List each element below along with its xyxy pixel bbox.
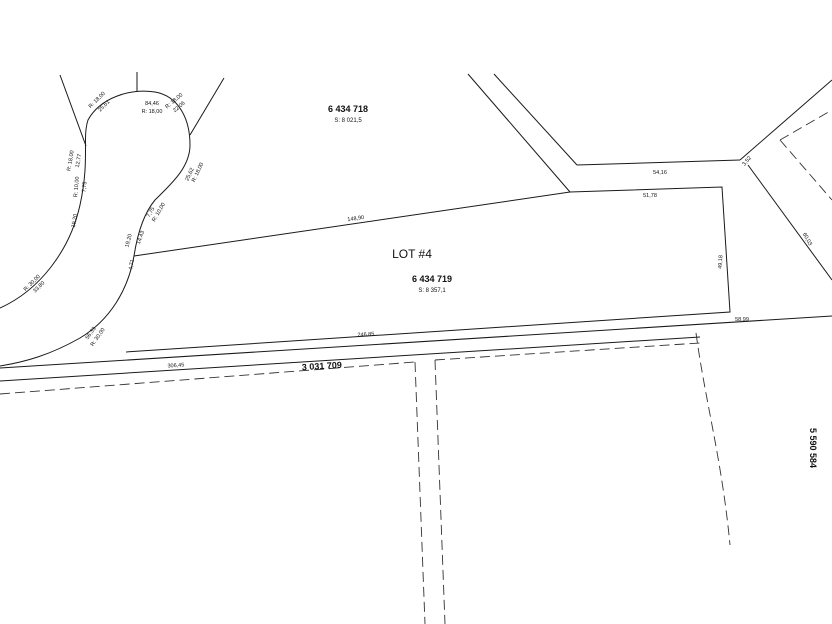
dim-road-south: 306,45	[167, 362, 184, 369]
dim-left-r-a: R: 18,00	[66, 150, 76, 172]
east-dashed-1	[779, 139, 832, 201]
north-lot-west-line	[467, 73, 571, 193]
dim-left-mid: 19,20	[124, 233, 133, 248]
dim-left-short: 4,71	[128, 259, 136, 271]
east-lot-number: 5 590 584	[808, 428, 818, 468]
radial-line-3	[189, 77, 225, 136]
south-lot-divider-2	[434, 359, 446, 624]
dim-left-r-b: R: 10,00	[73, 176, 81, 197]
road-south-dashed	[0, 361, 416, 395]
dim-cul-len-right: 25,62	[184, 167, 195, 182]
south-lot-divider-1	[414, 361, 426, 624]
dim-bottom-edge: 246,85	[357, 331, 374, 338]
dim-small-corner: 3,52	[741, 155, 752, 167]
dim-left-arc-len: 14,43	[136, 230, 146, 245]
east-dashed-2	[779, 109, 832, 141]
road-number: 3 031 709	[302, 360, 343, 372]
main-lot-number: 6 434 719	[412, 274, 452, 284]
dim-bottom-right: 58,99	[735, 317, 749, 323]
dim-cul-len-rb: 7,75	[146, 206, 157, 218]
dim-north-strip: 54,16	[653, 170, 667, 176]
lot-4-boundary	[125, 186, 731, 353]
main-lot-area: S: 8 357,1	[418, 288, 446, 294]
north-strip-line	[576, 159, 741, 166]
dim-right-edge: 49,18	[718, 255, 725, 269]
north-lot-road-line	[493, 73, 578, 166]
radial-line-1	[59, 74, 87, 147]
lot-title: LOT #4	[392, 247, 432, 261]
dim-top-right: 51,78	[643, 193, 657, 199]
dim-left-c: 19,20	[71, 214, 79, 229]
dim-left-len-b: 7,75	[82, 181, 89, 192]
east-lot-line	[747, 164, 832, 281]
road-north-edge	[0, 315, 832, 369]
north-lot-area: S: 8 021,5	[334, 118, 362, 124]
south-lot-divider-3	[695, 332, 731, 546]
dim-cul-len-top: 84,46	[145, 101, 159, 107]
dim-left-len-a: 12,77	[75, 154, 83, 169]
cul-de-sac-outer	[0, 90, 191, 367]
north-diag-line	[739, 79, 832, 161]
dim-top-edge: 148,90	[347, 215, 364, 223]
road-south-edge	[0, 336, 701, 382]
dim-cul-r-top: R: 18,00	[142, 109, 163, 115]
north-lot-number: 6 434 718	[328, 104, 368, 114]
